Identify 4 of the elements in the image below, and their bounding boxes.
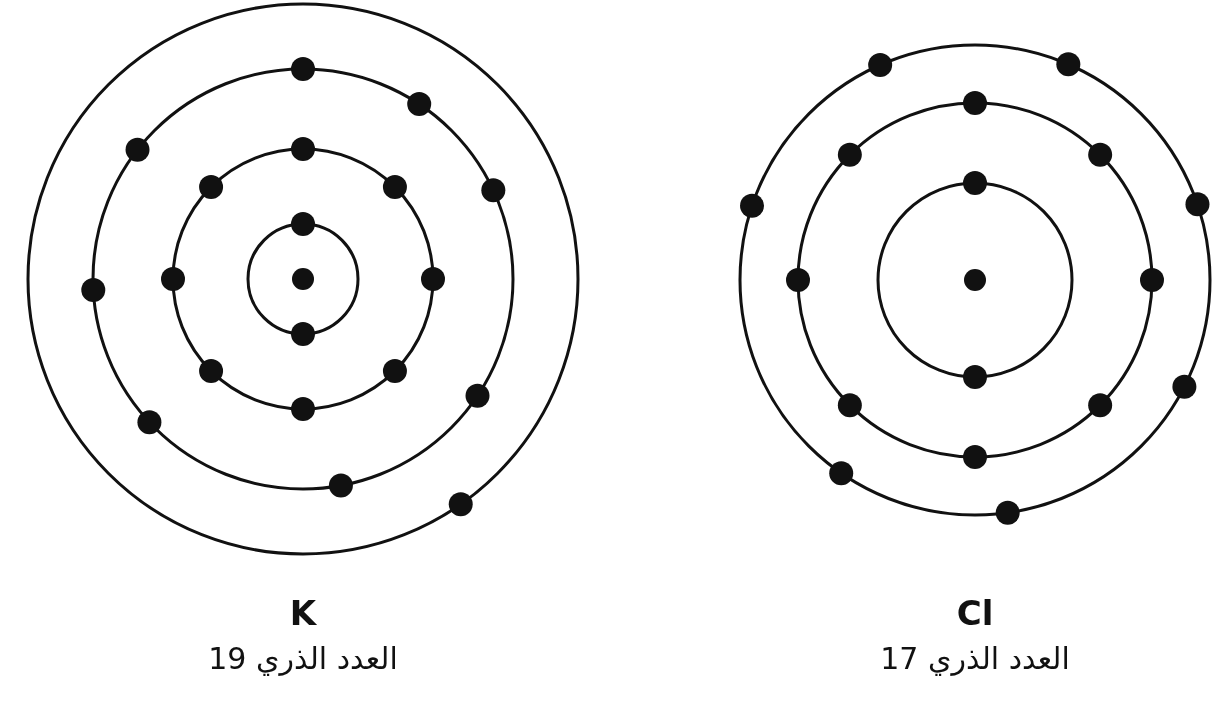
element-symbol: Cl xyxy=(956,595,994,633)
atomic-number-label: العدد الذري 17 xyxy=(880,642,1070,675)
element-symbol: K xyxy=(289,595,317,633)
atomic-number-label: العدد الذري 19 xyxy=(208,642,398,675)
